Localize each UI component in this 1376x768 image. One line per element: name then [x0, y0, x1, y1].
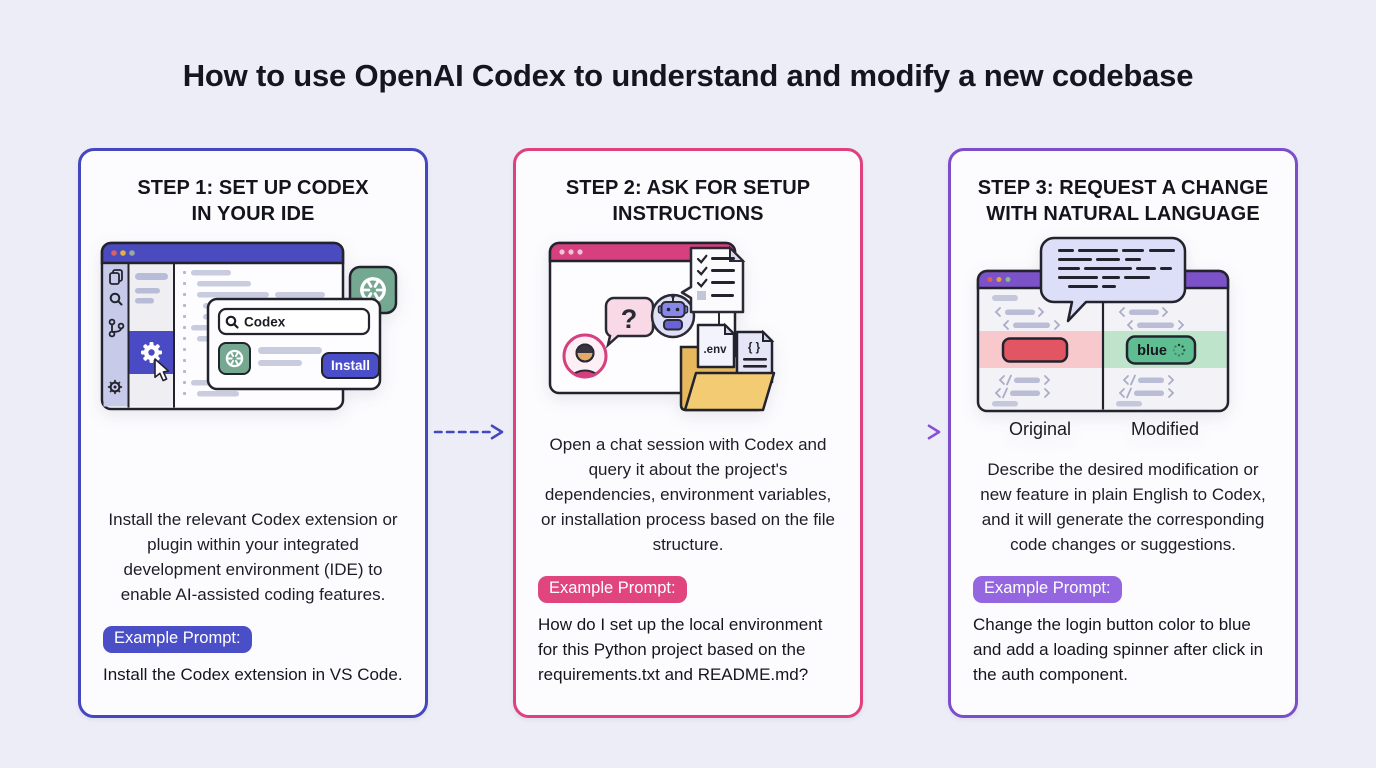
- chat-illustration: ?: [548, 241, 776, 412]
- traffic-dot-green: [129, 250, 135, 256]
- cursor-icon: [154, 358, 170, 382]
- step1-example-text: Install the Codex extension in VS Code.: [103, 665, 403, 684]
- step2-title-line1: STEP 2: ASK FOR SETUP: [565, 177, 811, 199]
- env-file: .env: [696, 322, 737, 369]
- question-mark: ?: [621, 304, 638, 334]
- original-label: Original: [1009, 419, 1071, 439]
- step1-body: Install the relevant Codex extension or …: [108, 510, 398, 604]
- modified-button-label: blue: [1137, 343, 1167, 359]
- checkmarks: [696, 254, 708, 288]
- extension-logo: [218, 342, 251, 375]
- step3-title: STEP 3: REQUEST A CHANGE WITH NATURAL LA…: [978, 175, 1269, 227]
- search-icon: [109, 292, 121, 304]
- bubble-text-lines: [1058, 249, 1175, 288]
- install-button: [321, 352, 380, 379]
- original-pane: [992, 295, 1061, 407]
- search-text: Codex: [244, 315, 286, 330]
- settings-gear-icon: [107, 379, 123, 395]
- folder-front: [683, 371, 776, 412]
- step3-body: Describe the desired modification or new…: [980, 460, 1266, 554]
- modified-label: Modified: [1131, 419, 1199, 439]
- traffic-dot-yellow: [120, 250, 126, 256]
- step1-example-badge: Example Prompt:: [103, 626, 252, 653]
- gutter-dots: [183, 271, 186, 395]
- step3-content: Describe the desired modification or new…: [951, 457, 1295, 715]
- install-button-label: Install: [331, 358, 370, 373]
- prompt-bubble: [1039, 236, 1187, 323]
- original-button: [1001, 337, 1069, 363]
- step3-illustration: blue: [968, 235, 1278, 447]
- activity-icons: [108, 269, 125, 338]
- extension-popup: Codex Install: [206, 297, 382, 391]
- step1-content: Install the relevant Codex extension or …: [81, 507, 425, 715]
- ide-window-illustration: Codex Install: [100, 241, 398, 411]
- step2-illustration: ?: [538, 235, 838, 432]
- flow-arrow-1: [433, 424, 504, 440]
- braces-file-label: { }: [748, 342, 761, 354]
- spinner-icon: [1172, 343, 1186, 357]
- step2-body: Open a chat session with Codex and query…: [541, 435, 835, 554]
- search-field: [217, 307, 371, 336]
- search-icon: [225, 315, 239, 329]
- checklist-document: [680, 245, 746, 327]
- step3-example-text: Change the login button color to blue an…: [973, 615, 1264, 684]
- step2-content: Open a chat session with Codex and query…: [516, 432, 860, 715]
- env-file-label: .env: [703, 344, 727, 356]
- step2-example-badge: Example Prompt:: [538, 576, 687, 603]
- step3-title-line2: WITH NATURAL LANGUAGE: [986, 203, 1260, 225]
- step3-example-badge: Example Prompt:: [973, 576, 1122, 603]
- step1-title-line2: IN YOUR IDE: [191, 203, 315, 225]
- flow-arrow-2: [870, 424, 941, 440]
- step1-card: STEP 1: SET UP CODEX IN YOUR IDE: [78, 148, 428, 718]
- diff-illustration: blue: [976, 236, 1230, 439]
- robot-avatar: [650, 293, 696, 339]
- page-title: How to use OpenAI Codex to understand an…: [182, 58, 1194, 93]
- traffic-dot-red: [111, 250, 117, 256]
- git-branch-icon: [108, 318, 116, 326]
- user-avatar: [562, 333, 608, 379]
- step2-card: STEP 2: ASK FOR SETUP INSTRUCTIONS: [513, 148, 863, 718]
- copy-icon: [109, 272, 120, 285]
- gear-icon: [141, 342, 162, 363]
- modified-button: blue: [1125, 335, 1197, 365]
- step2-example-text: How do I set up the local environment fo…: [538, 615, 823, 684]
- step1-title-line1: STEP 1: SET UP CODEX: [137, 177, 369, 199]
- step2-title: STEP 2: ASK FOR SETUP INSTRUCTIONS: [566, 175, 810, 227]
- explorer-bars: [135, 273, 168, 304]
- step2-title-line2: INSTRUCTIONS: [612, 203, 764, 225]
- step3-title-line1: STEP 3: REQUEST A CHANGE: [977, 177, 1269, 199]
- step1-illustration: Codex Install: [98, 235, 408, 447]
- question-bubble: ?: [604, 296, 655, 349]
- step3-card: STEP 3: REQUEST A CHANGE WITH NATURAL LA…: [948, 148, 1298, 718]
- step1-title: STEP 1: SET UP CODEX IN YOUR IDE: [137, 175, 368, 227]
